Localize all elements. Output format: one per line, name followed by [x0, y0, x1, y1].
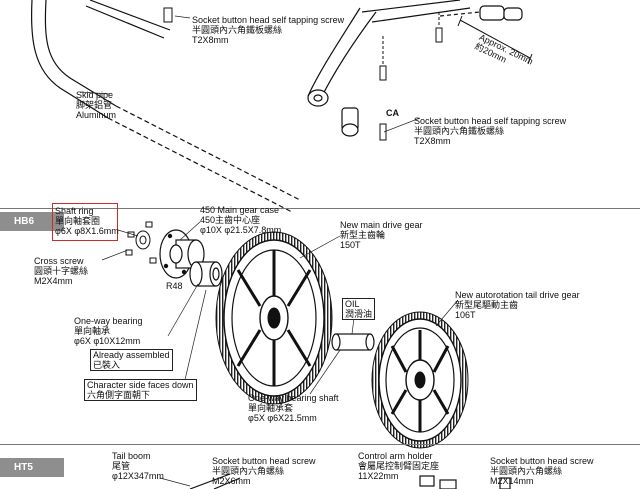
bearing-shaft-part: [331, 333, 375, 351]
screws-top: [163, 7, 443, 141]
divider-bottom: [0, 444, 640, 445]
skid-frame: [85, 0, 523, 137]
dimension-approx: [457, 15, 533, 65]
label-new-main-gear: New main drive gear 新型主齒輪 150T: [340, 220, 423, 250]
label-screw-top-b: Socket button head self tapping screw 半圓…: [414, 116, 567, 146]
label-screw-m2x6: Socket button head screw 半圓頭內六角螺絲 M2X6mm: [212, 456, 316, 486]
label-cross-screw: Cross screw 圓頭十字螺絲 M2X4mm: [34, 256, 89, 286]
step-tag-ht5: HT5: [0, 458, 64, 477]
autorotation-tail-drive-gear: [371, 311, 469, 449]
skid-pipe: [31, 0, 301, 213]
label-r48: R48: [166, 281, 183, 291]
step-tag-hb6: HB6: [0, 212, 64, 231]
label-control-arm-holder: Control arm holder 會屬尾控制臂固定座 11X22mm: [358, 451, 440, 481]
tail-boom-part: [189, 473, 511, 489]
label-skid-pipe: Skid pipe 脚架鋁管 Aluminum: [76, 90, 117, 120]
label-shaft-ring: Shaft ring 單向軸套圈 φ6X φ8X1.6mm: [55, 206, 119, 236]
one-way-bearing-part: [189, 261, 223, 287]
label-one-way-bearing: One-way bearing 單向軸承 φ6X φ10X12mm: [74, 316, 143, 346]
label-character-side: Character side faces down 六角側字面朝下: [84, 379, 197, 401]
label-oil: OIL 潤滑油: [342, 298, 376, 320]
label-tail-boom: Tail boom 尾管 φ12X347mm: [112, 451, 164, 481]
label-main-gear-case: 450 Main gear case 450主齒中心座 φ10X φ21.5X7…: [200, 205, 282, 235]
label-screw-top-a: Socket button head self tapping screw 半圓…: [192, 15, 345, 45]
main-drive-gear: [215, 231, 333, 405]
label-autorotation-gear: New autorotation tail drive gear 新型尾驅動主齒…: [455, 290, 580, 320]
label-screw-m2x14: Socket button head screw 半圓頭內六角螺絲 M2X14m…: [490, 456, 594, 486]
shaft-ring-part: [125, 221, 157, 264]
divider-top: [0, 208, 640, 209]
label-ca: CA: [386, 108, 399, 118]
label-bearing-shaft: One-way bearing shaft 單向軸承套 φ5X φ6X21.5m…: [248, 393, 339, 423]
main-gear-case: [159, 229, 205, 279]
label-already-assembled: Already assembled 已裝入: [90, 349, 173, 371]
highlight-shaft-ring: [52, 203, 118, 241]
